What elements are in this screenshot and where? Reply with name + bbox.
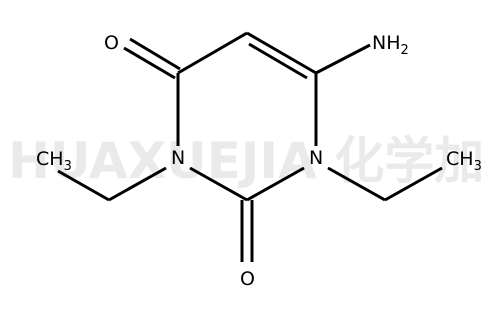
- bonds: [57, 31, 443, 262]
- bond-c4-o-double-a: [123, 46, 176, 80]
- bond-c4-c5: [177, 31, 248, 75]
- watermark: HUAXUEJIA 化学加: [8, 132, 484, 190]
- bond-n3-c2: [189, 166, 248, 202]
- atom-methyl-right-label: CH: [446, 148, 474, 170]
- atom-oxygen-top: O: [104, 32, 119, 54]
- bond-c4-o-double-b: [129, 37, 181, 71]
- atom-nitrogen-3: N: [171, 147, 185, 169]
- atom-oxygen-bottom: O: [240, 268, 255, 290]
- atom-amine: NH2: [372, 32, 409, 58]
- bond-n1-c2: [246, 166, 305, 202]
- bond-c5-c6-inner: [248, 42, 308, 80]
- bond-n1-ch2-right: [327, 166, 386, 202]
- atom-nitrogen-1: N: [309, 147, 323, 169]
- atom-amine-label: NH: [372, 32, 401, 54]
- bond-c5-c6: [246, 31, 317, 75]
- bond-c6-nh2: [315, 43, 371, 75]
- bond-n3-ch2-left: [108, 166, 167, 202]
- bond-ch2-ch3-right: [384, 166, 443, 202]
- atom-amine-subscript: 2: [401, 43, 409, 58]
- atom-methyl-left-subscript: 3: [64, 159, 72, 174]
- atom-labels: O NH2 N N CH3 CH3 O: [36, 32, 482, 290]
- atom-methyl-left-label: CH: [36, 148, 64, 170]
- atom-methyl-right: CH3: [446, 148, 482, 174]
- atom-methyl-left: CH3: [36, 148, 72, 174]
- atom-methyl-right-subscript: 3: [474, 159, 482, 174]
- bond-ch2-ch3-left: [57, 169, 110, 202]
